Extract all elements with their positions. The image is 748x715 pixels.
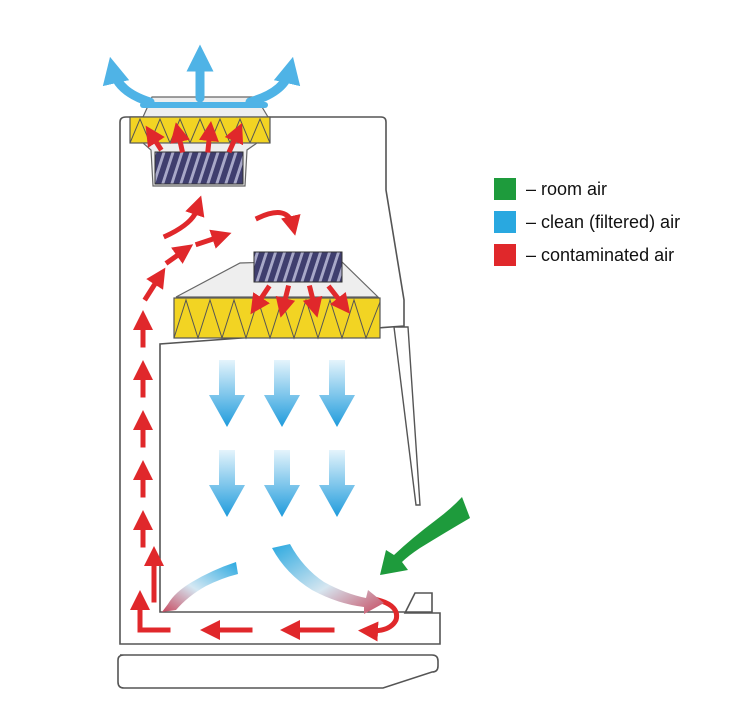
exhaust-up-arrow-1 [145,125,165,152]
exhaust-prefilter [154,151,244,185]
downflow-arrow-4 [209,450,245,517]
supply-down-arrow-4 [326,284,351,314]
exhaust-up-arrow-3 [199,121,219,153]
curl-arrow-left [162,195,205,240]
sweep-arrow-right [272,544,384,614]
legend-swatch-clean-air [494,211,516,233]
legend-item-clean-air: – clean (filtered) air [494,211,680,233]
downflow-arrow-2 [264,360,300,427]
rear-channel-arrow-6 [142,267,166,302]
sweep-arrow-left [162,562,238,612]
legend-item-room-air: – room air [494,178,680,200]
legend-label-clean-air: – clean (filtered) air [526,211,681,232]
supply-hepa-filter [173,297,381,339]
legend-label-room-air: – room air [526,178,608,199]
front-grille-arrow [358,596,400,642]
exhaust-up-arrow-2 [170,122,190,153]
front-sash [393,326,421,506]
legend: – room air – clean (filtered) air – cont… [494,178,680,277]
downflow-arrow-1 [209,360,245,427]
legend-swatch-room-air [494,178,516,200]
supply-down-arrow-1 [250,284,272,315]
rear-channel-arrow-7 [164,244,194,266]
contaminated-air-arrows [130,121,400,642]
cabinet-outline [119,116,441,645]
exhaust-up-arrow-4 [224,122,244,154]
downflow-arrow-3 [319,360,355,427]
clean-downflow-arrows [209,360,355,517]
exhaust-arrow-left [102,56,155,107]
cabinet-base [117,654,439,689]
downflow-arrow-5 [264,450,300,517]
exhaust-arrow-right [245,56,301,107]
rear-channel-arrow-8 [194,229,232,249]
legend-label-contaminated-air: – contaminated air [526,244,675,265]
legend-swatch-contaminated-air [494,244,516,266]
room-air-arrow [380,497,470,575]
bottom-left-corner-arrow [130,590,171,633]
clean-exhaust-arrows [102,44,301,108]
curl-arrow-right [254,210,301,236]
supply-prefilter [253,251,343,283]
supply-filter-pleats [173,298,381,340]
supply-down-arrow-2 [275,284,296,318]
downflow-arrow-6 [319,450,355,517]
legend-item-contaminated-air: – contaminated air [494,244,680,266]
exhaust-hepa-filter [129,116,271,144]
supply-down-arrow-3 [302,284,323,318]
